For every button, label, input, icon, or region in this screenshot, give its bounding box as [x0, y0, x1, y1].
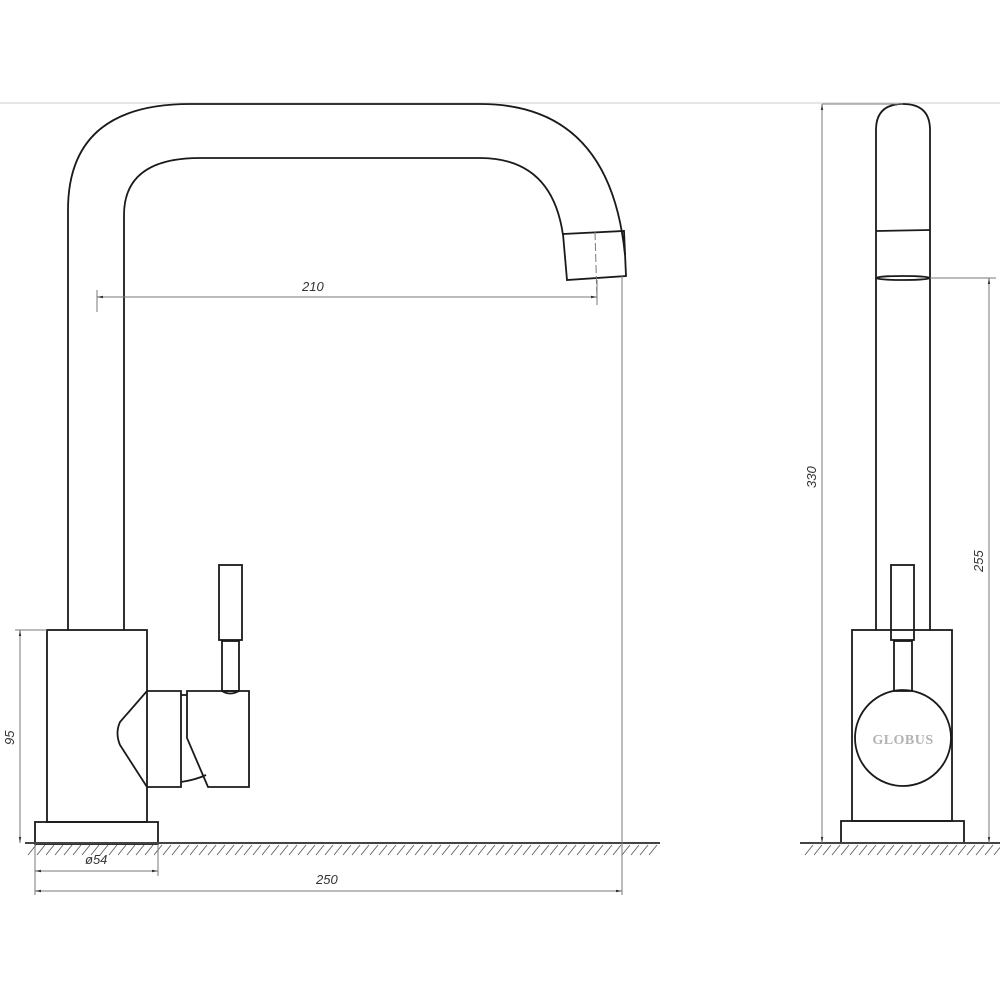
dim-label-95: 95	[2, 730, 17, 745]
side-aerator-bottom	[875, 275, 931, 281]
aerator	[562, 230, 627, 281]
dimension-body-height: 95	[2, 629, 47, 843]
lever-stem-joint	[221, 690, 240, 695]
brand-logo-text: GLOBUS	[872, 733, 933, 748]
handle-gap-arc	[180, 774, 207, 783]
faucet-body	[46, 629, 148, 823]
dim-label-255: 255	[971, 550, 986, 573]
spout-outer-contour	[67, 103, 626, 630]
dimension-spout-reach: 210	[96, 279, 598, 312]
dim-label-250: 250	[315, 872, 338, 887]
front-view	[34, 103, 627, 845]
side-aerator-top	[875, 229, 931, 232]
side-faucet-base	[840, 820, 965, 844]
dim-label-210: 210	[301, 279, 324, 294]
dimension-overall-depth: 250	[34, 276, 623, 895]
dim-label-54: ø54	[85, 852, 107, 867]
side-view: GLOBUS	[840, 103, 965, 844]
dimension-overall-height: 330	[804, 103, 903, 843]
dimension-outlet-height: 255	[930, 277, 996, 843]
ground-hatch-side	[804, 844, 1000, 856]
faucet-base	[34, 821, 159, 845]
spout-inner-contour	[123, 157, 564, 630]
side-spout-column	[875, 103, 931, 630]
ground-hatch-front	[27, 844, 658, 856]
lever-handle-block	[186, 690, 250, 788]
lever-stem	[221, 640, 240, 692]
side-handle-disc	[854, 689, 952, 787]
side-faucet-body	[851, 629, 953, 822]
side-lever-grip	[890, 564, 915, 641]
dimension-base-diameter: ø54	[35, 844, 159, 876]
dim-label-330: 330	[804, 466, 819, 488]
cartridge-housing	[116, 690, 182, 788]
lever-grip	[218, 564, 243, 641]
side-lever-stem	[893, 640, 913, 692]
